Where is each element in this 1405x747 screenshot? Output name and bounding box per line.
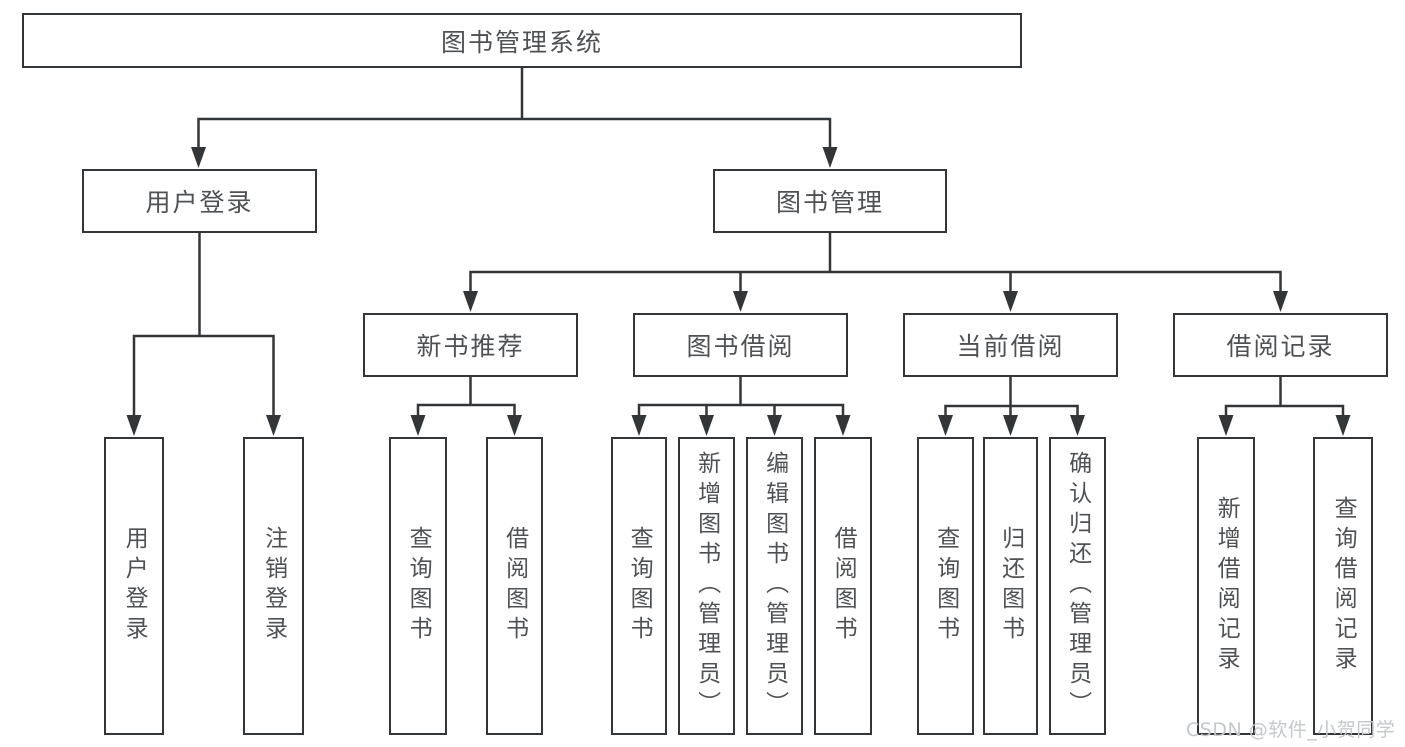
node-book-borrowing-label: 图书借阅 (686, 332, 795, 361)
leaf-borrowing-borrow-book: 借阅图书 (814, 437, 872, 735)
csdn-watermark: CSDN @软件_小贺同学 (1186, 719, 1396, 741)
leaf-current-return-book: 归还图书 (983, 437, 1038, 735)
node-user-login-label: 用户登录 (145, 188, 254, 217)
leaf-borrowing-edit-book-admin: 编辑图书（管理员） (746, 437, 803, 735)
leaf-recommend-borrow-book: 借阅图书 (486, 437, 543, 735)
node-book-management: 图书管理 (713, 169, 947, 233)
leaf-recommend-borrow-book-label: 借阅图书 (501, 526, 528, 646)
leaf-records-query-record: 查询借阅记录 (1313, 437, 1373, 735)
leaf-records-add-record-label: 新增借阅记录 (1213, 496, 1240, 676)
leaf-current-return-book-label: 归还图书 (997, 526, 1024, 646)
node-borrowing-records: 借阅记录 (1173, 313, 1388, 377)
leaf-current-confirm-return-admin-label: 确认归还（管理员） (1064, 451, 1091, 721)
leaf-borrowing-add-book-admin-label: 新增图书（管理员） (693, 451, 720, 721)
node-user-login: 用户登录 (82, 169, 317, 233)
node-current-borrowing-label: 当前借阅 (956, 332, 1065, 361)
node-current-borrowing: 当前借阅 (903, 313, 1118, 377)
leaf-borrowing-add-book-admin: 新增图书（管理员） (678, 437, 735, 735)
node-root: 图书管理系统 (22, 13, 1022, 68)
node-book-borrowing: 图书借阅 (633, 313, 848, 377)
leaf-logout: 注销登录 (243, 437, 304, 735)
leaf-recommend-query-book-label: 查询图书 (405, 526, 432, 646)
node-borrowing-records-label: 借阅记录 (1226, 332, 1335, 361)
leaf-user-login: 用户登录 (104, 437, 164, 735)
node-book-management-label: 图书管理 (775, 188, 884, 217)
node-new-book-recommend-label: 新书推荐 (416, 332, 525, 361)
leaf-borrowing-edit-book-admin-label: 编辑图书（管理员） (761, 451, 788, 721)
leaf-current-query-book-label: 查询图书 (932, 526, 959, 646)
leaf-logout-label: 注销登录 (260, 526, 287, 646)
leaf-current-confirm-return-admin: 确认归还（管理员） (1049, 437, 1106, 735)
leaf-recommend-query-book: 查询图书 (389, 437, 447, 735)
leaf-records-query-record-label: 查询借阅记录 (1330, 496, 1357, 676)
leaf-borrowing-query-book: 查询图书 (611, 437, 667, 735)
leaf-records-add-record: 新增借阅记录 (1197, 437, 1255, 735)
node-new-book-recommend: 新书推荐 (363, 313, 578, 377)
leaf-current-query-book: 查询图书 (917, 437, 974, 735)
node-root-label: 图书管理系统 (440, 27, 603, 57)
leaf-user-login-label: 用户登录 (121, 526, 148, 646)
leaf-borrowing-query-book-label: 查询图书 (626, 526, 653, 646)
leaf-borrowing-borrow-book-label: 借阅图书 (830, 526, 857, 646)
